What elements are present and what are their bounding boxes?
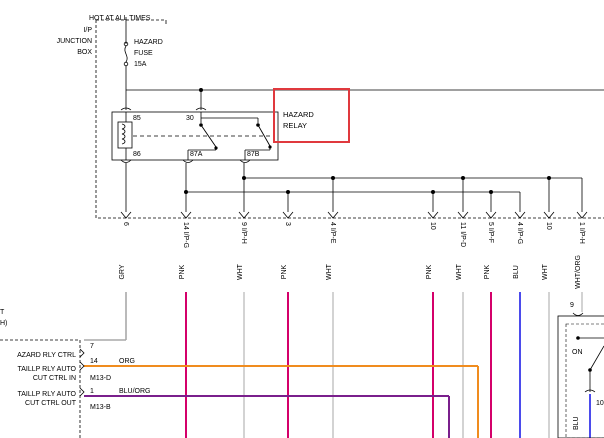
taillp-out-label-2: CUT CTRL OUT	[25, 400, 77, 407]
connector-terminal	[327, 211, 339, 219]
connector-label: 10	[429, 222, 436, 230]
connector-label: 6	[122, 222, 129, 226]
wire-color-label: PNK	[179, 264, 186, 279]
connector-label: 4 I/P-G	[516, 222, 523, 244]
pin-85-cap	[120, 107, 132, 111]
splice-87a	[184, 190, 188, 194]
right-wire-blu: BLU	[573, 416, 580, 430]
left-pin-1-mark	[79, 387, 85, 397]
pin-85-label: 85	[133, 115, 141, 122]
junction-label: JUNCTION	[57, 38, 92, 45]
right-pin-10-cap	[584, 389, 596, 393]
connector-label: 5 I/P-F	[487, 222, 494, 243]
contact-arm-2	[257, 124, 271, 147]
left-module-top-h: H)	[0, 320, 7, 327]
connector-label: 4 I/P-E	[329, 222, 336, 244]
connector-terminal	[514, 211, 526, 219]
left-pin-7-mark	[79, 348, 85, 358]
right-switch-inner	[565, 323, 604, 438]
connector-label: 9 I/P-H	[240, 222, 247, 244]
connector-terminal	[457, 211, 469, 219]
connector-terminal	[120, 211, 132, 219]
junction-box-outline	[95, 19, 604, 219]
connector-label: 14 I/P-G	[182, 222, 189, 248]
pin-87b-cap	[239, 159, 251, 163]
connector-label: 3	[284, 222, 291, 226]
wire-m13d-label: M13-D	[90, 375, 111, 382]
relay-title-2: RELAY	[283, 121, 307, 130]
wire-bluorg-label: BLU/ORG	[119, 388, 151, 395]
left-pin-7: 7	[90, 343, 94, 350]
connector-terminal	[485, 211, 497, 219]
wire-color-label: WHT	[326, 263, 333, 280]
taillp-out-label-1: TAILLP RLY AUTO	[18, 391, 77, 398]
connector-label: 11 I/P-D	[459, 222, 466, 247]
left-module-top-t: T	[0, 309, 5, 316]
wire-color-label: WHT/ORG	[575, 255, 582, 289]
fuse-terminal-bottom	[123, 61, 129, 67]
splice-87b	[242, 176, 246, 180]
pin-86-cap	[120, 159, 132, 163]
taillp-in-label-2: CUT CTRL IN	[33, 375, 76, 382]
fuse-label-1: HAZARD	[134, 39, 163, 46]
fuse-element	[124, 45, 128, 63]
hazard-relay-highlight	[273, 88, 350, 143]
switch-blade	[589, 345, 604, 371]
connector-terminal	[576, 211, 588, 219]
pin-87a-cap	[182, 159, 194, 163]
relay-coil-icon	[121, 123, 126, 145]
wire-color-label: WHT	[456, 263, 463, 280]
right-pin-10: 10	[596, 400, 604, 407]
fuse-label-2: FUSE	[134, 50, 153, 57]
ip-label: I/P	[83, 27, 92, 34]
wire-color-label: WHT	[237, 263, 244, 280]
connector-terminal	[543, 211, 555, 219]
pin-86-label: 86	[133, 151, 141, 158]
pin-30-cap	[195, 107, 207, 111]
connector-terminal	[427, 211, 439, 219]
left-pin-14-mark	[79, 361, 85, 371]
box-label: BOX	[77, 49, 92, 56]
hazard-relay-box	[111, 111, 279, 161]
switch-on-label: ON	[572, 349, 583, 356]
connector-terminal	[282, 211, 294, 219]
pin-87b-label: 87B	[247, 151, 260, 158]
wire-org-label: ORG	[119, 358, 135, 365]
wire-bundle	[84, 292, 591, 438]
wire-color-label: PNK	[426, 264, 433, 279]
wire-color-label: GRY	[119, 264, 126, 279]
left-pin-1: 1	[90, 388, 94, 395]
pin-87a-label: 87A	[190, 151, 203, 158]
connector-terminal	[238, 211, 250, 219]
taillp-in-label-1: TAILLP RLY AUTO	[18, 366, 77, 373]
wire-color-label: BLU	[513, 265, 520, 279]
contact-arm-1	[200, 124, 217, 148]
left-pin-14: 14	[90, 358, 98, 365]
wire-color-label: PNK	[484, 264, 491, 279]
left-module-outline	[0, 339, 81, 438]
wire-color-label: WHT	[542, 263, 549, 280]
hazard-rly-ctrl-label: AZARD RLY CTRL	[17, 352, 76, 359]
right-pin-9-cap	[572, 312, 584, 316]
relay-coil-frame	[117, 121, 133, 149]
right-switch-box	[557, 315, 604, 438]
hot-at-all-times-label: HOT AT ALL TIMES	[89, 15, 151, 22]
connector-terminal	[180, 211, 192, 219]
right-pin-9: 9	[570, 302, 574, 309]
fuse-label-3: 15A	[134, 61, 147, 68]
pin-30-label: 30	[186, 115, 194, 122]
wire-m13b-label: M13-B	[90, 404, 111, 411]
relay-title-1: HAZARD	[283, 110, 314, 119]
fuse-terminal-top	[123, 41, 129, 47]
wire-color-label: PNK	[281, 264, 288, 279]
connector-label: 1 I/P-H	[578, 222, 585, 244]
connector-label: 10	[545, 222, 552, 230]
